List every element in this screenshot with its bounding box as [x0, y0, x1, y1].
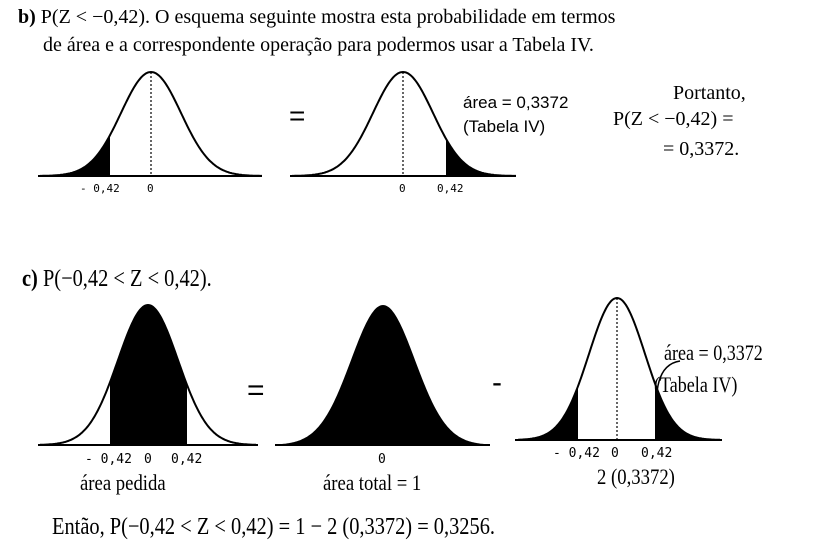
- equals-sign-c: =: [247, 374, 265, 407]
- area-label-c: área = 0,3372: [664, 340, 763, 365]
- section-b-line1: b) P(Z < −0,42). O esquema seguinte most…: [18, 6, 615, 29]
- shaded-center-area: [110, 305, 187, 445]
- curve-c-two-tails: [515, 296, 722, 441]
- section-c-title: P(−0,42 < Z < 0,42).: [42, 266, 212, 292]
- shaded-left-tail: [518, 386, 578, 440]
- normal-curve: [40, 303, 256, 446]
- result-b-line2: P(Z < −0,42) =: [613, 108, 734, 130]
- shaded-total-area: [278, 305, 490, 445]
- result-b-line1: Portanto,: [673, 82, 746, 104]
- pointer-line: [656, 360, 681, 393]
- tick-c2-zero: 0: [378, 452, 386, 467]
- curve-b-right-tail: [290, 70, 516, 177]
- result-b-line3: = 0,3372.: [663, 138, 740, 160]
- section-c-title-line: c) P(−0,42 < Z < 0,42).: [22, 266, 212, 293]
- section-b-label: b): [18, 6, 36, 28]
- section-b-text1: P(Z < −0,42). O esquema seguinte mostra …: [40, 6, 616, 28]
- shaded-right-tail: [446, 138, 516, 176]
- caption-c2: área total = 1: [323, 470, 422, 495]
- section-b-line2: de área e a correspondente operação para…: [43, 34, 594, 56]
- tick-b1-zero: 0: [147, 182, 154, 195]
- tick-c1-pos: 0,42: [171, 452, 203, 467]
- shaded-right-tail: [655, 383, 720, 440]
- minus-sign-c: -: [492, 366, 502, 399]
- tick-c1-neg: - 0,42: [85, 452, 132, 467]
- curve-c-total-area: [275, 305, 490, 446]
- normal-curve: [292, 70, 516, 177]
- tick-b1-neg: - 0,42: [80, 182, 120, 195]
- tick-b2-zero: 0: [399, 182, 406, 195]
- normal-curve: [518, 296, 720, 441]
- equals-sign: =: [289, 100, 306, 131]
- area-label-b: área = 0,3372: [463, 93, 569, 112]
- shaded-left-tail: [40, 135, 110, 176]
- conclusion-c: Então, P(−0,42 < Z < 0,42) = 1 − 2 (0,33…: [52, 514, 495, 540]
- tick-b2-pos: 0,42: [437, 182, 464, 195]
- table-label-c: (Tabela IV): [654, 372, 738, 397]
- tick-c3-pos: 0,42: [641, 446, 673, 461]
- tick-c1-zero: 0: [144, 452, 152, 467]
- caption-c3: 2 (0,3372): [597, 464, 675, 489]
- table-label-b: (Tabela IV): [463, 117, 546, 136]
- tick-c3-zero: 0: [611, 446, 619, 461]
- tick-c3-neg: - 0,42: [553, 446, 600, 461]
- curve-b-left-tail: [38, 70, 262, 177]
- section-c-label: c): [22, 266, 38, 292]
- curve-c-center-area: [38, 303, 258, 446]
- caption-c1: área pedida: [80, 470, 166, 495]
